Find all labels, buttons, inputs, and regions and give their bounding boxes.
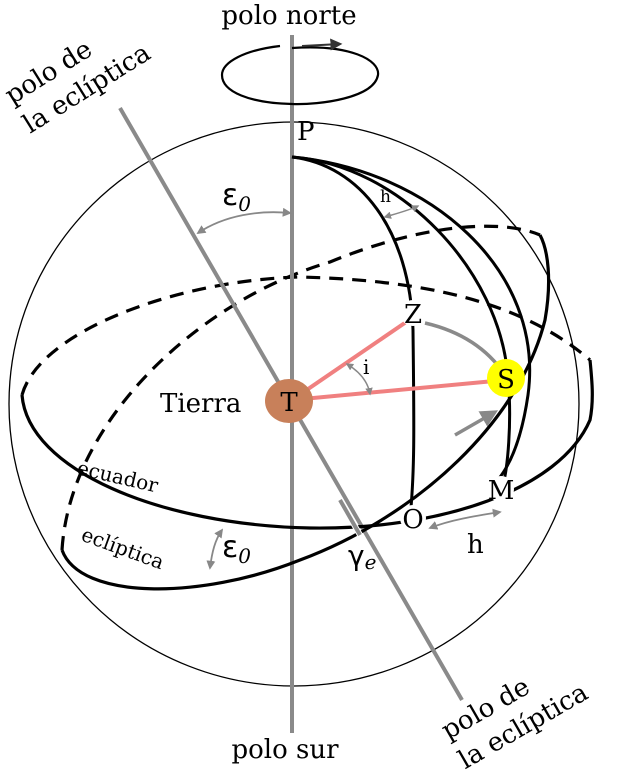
outer-meridian	[291, 155, 532, 490]
epsilon-bottom-arc	[206, 528, 224, 570]
ecliptic-axis-segment	[338, 499, 362, 536]
line-earth-to-zenith	[290, 316, 414, 402]
north-pole-label: polo norte	[221, 1, 356, 31]
rotation-arrow-head	[301, 38, 343, 51]
point-Z-label: Z	[404, 300, 422, 330]
line-earth-to-sun	[291, 378, 506, 402]
earth-label: Tierra	[160, 389, 241, 419]
meridian-through-Z-and-O	[291, 155, 416, 519]
epsilon-top-arc	[196, 207, 292, 234]
hour-circle-through-S-and-M	[291, 155, 512, 489]
angle-h-bottom-label: h	[467, 530, 484, 560]
zenith-halo	[400, 300, 426, 326]
south-pole-label: polo sur	[231, 735, 339, 765]
h-top-arc	[383, 205, 420, 219]
ecliptic-pole-bottom-label: polo de la eclíptica	[437, 672, 594, 776]
angle-i-arc	[345, 363, 373, 396]
gamma-equinox-label: γe	[348, 539, 376, 574]
earth-circle	[265, 379, 313, 423]
point-P-label: P	[297, 117, 315, 147]
equator-front	[20, 359, 594, 530]
sun-motion-arrow	[454, 410, 499, 437]
rotation-ring	[220, 44, 380, 106]
angle-h-top-label: h	[380, 187, 391, 207]
epsilon-bottom-label: ε0	[222, 530, 251, 568]
equator-back-dashed	[20, 275, 592, 396]
ecliptic-pole-top-label: polo de la eclíptica	[0, 34, 156, 139]
m-halo	[488, 476, 514, 502]
ecliptic-front	[60, 234, 551, 591]
h-bottom-arc	[428, 508, 502, 530]
epsilon-top-label: ε0	[222, 178, 251, 216]
origin-halo	[400, 505, 426, 531]
earth-T-label: T	[280, 388, 298, 418]
point-M-label: M	[488, 476, 515, 506]
point-S-label: S	[497, 365, 515, 395]
sun-circle	[487, 359, 525, 397]
point-O-label: O	[402, 505, 423, 535]
angle-i-label: i	[363, 355, 369, 379]
ecliptic-back-dashed	[60, 224, 541, 551]
ecliptic-label: eclíptica	[78, 522, 167, 574]
